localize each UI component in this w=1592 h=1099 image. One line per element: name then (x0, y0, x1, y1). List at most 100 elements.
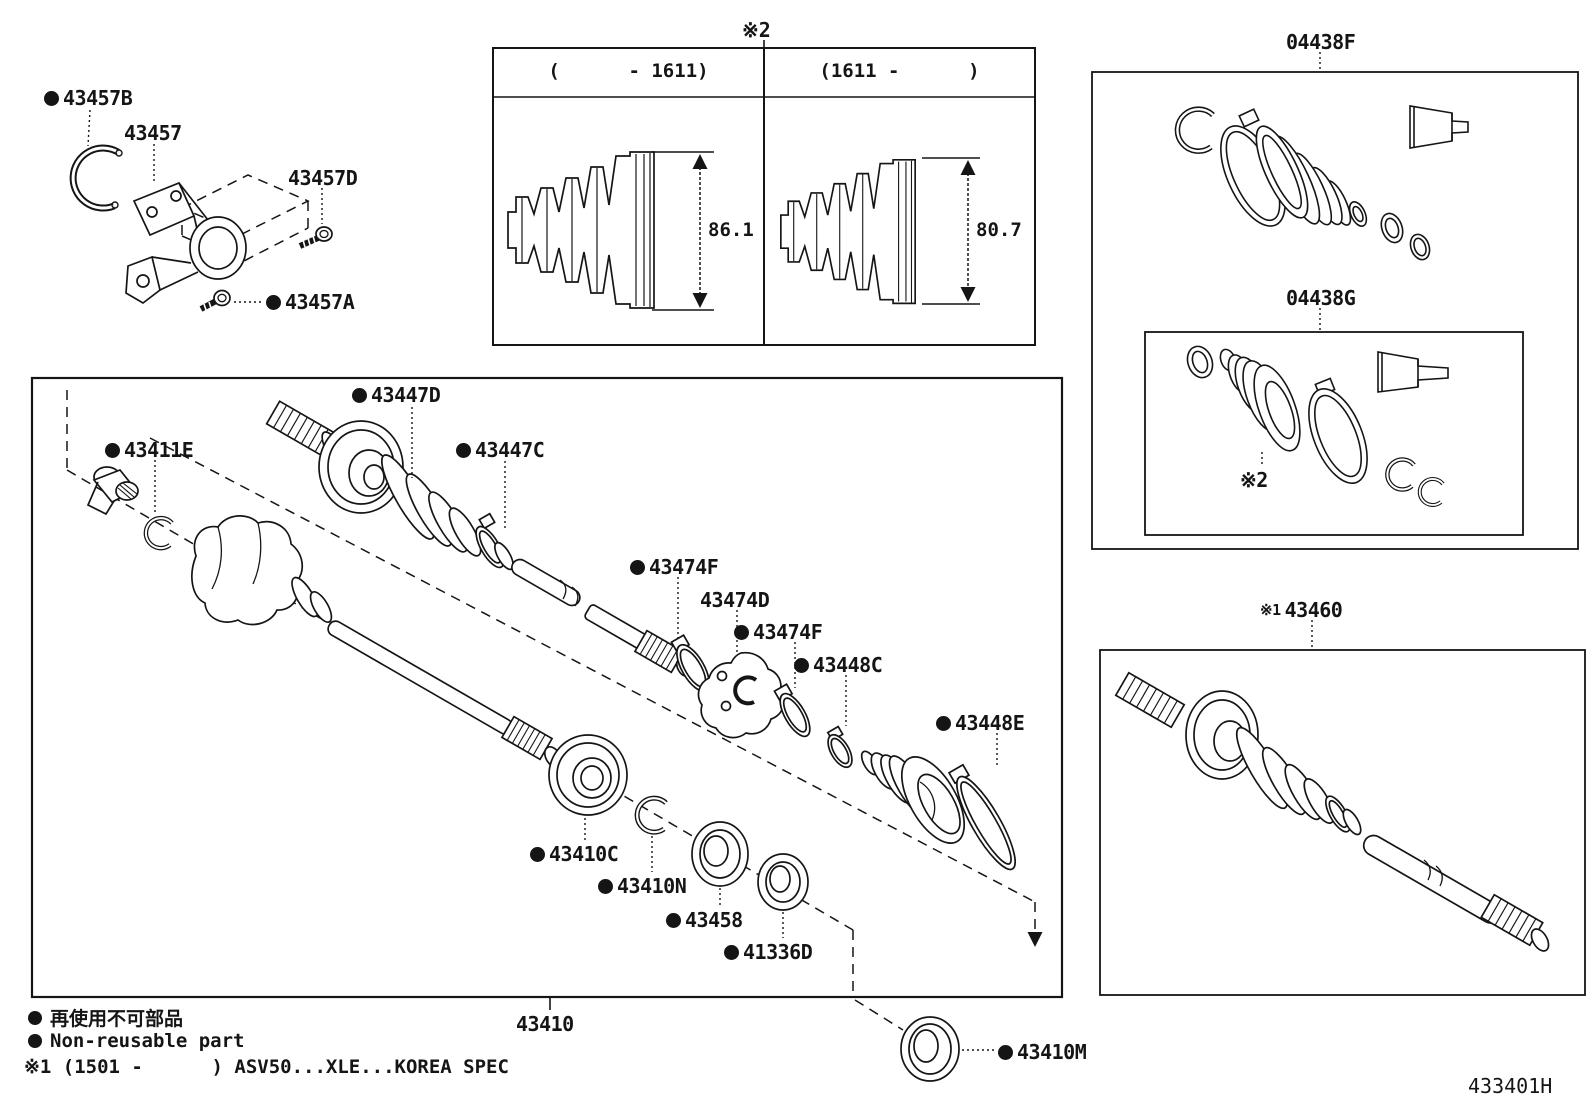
inboard-joint-housing (191, 515, 333, 626)
clamp-43448e-band (947, 763, 1016, 871)
part-label-43457a: 43457A (266, 290, 355, 314)
small-clamp-ring-icon (1380, 212, 1431, 261)
boot-kit-04438f-parts (1174, 105, 1469, 261)
part-label-41336d: 41336D (724, 940, 813, 964)
part-label-43457b: 43457B (44, 86, 133, 110)
table-ref-label: ※2 (742, 18, 771, 42)
non-reusable-dot (598, 878, 613, 894)
splined-end (1480, 893, 1544, 947)
shaft-break-marks (1423, 859, 1443, 887)
non-reusable-dot (734, 624, 749, 640)
non-reusable-dot (28, 1034, 42, 1048)
boot-drawing-pre1611 (507, 151, 655, 309)
non-reusable-dot (266, 294, 281, 310)
non-reusable-dot (794, 657, 809, 673)
seal-43410m (900, 1016, 960, 1082)
part-label-43474f-1: 43474F (630, 555, 719, 579)
non-reusable-dot (456, 442, 471, 458)
part-label-43410m: 43410M (998, 1040, 1087, 1064)
seal-41336d (757, 853, 809, 911)
drive-shaft-assembly-43460 (1114, 671, 1550, 952)
inboard-joint-parts-group (670, 634, 1016, 871)
leader-lines (87, 52, 1321, 1051)
clamp-43474f-1 (670, 634, 710, 693)
bearing-bracket-43457 (125, 181, 247, 305)
bolt-43457d (298, 226, 333, 249)
snap-ring-43411e (143, 515, 174, 551)
non-reusable-dot (666, 912, 681, 928)
main-assembly-box (30, 376, 1064, 999)
snap-ring-43457b (69, 144, 123, 212)
table-header-col2: (1611 - ) (819, 60, 980, 82)
boot-kit-box-04438g (1144, 331, 1524, 536)
part-label-43410n: 43410N (598, 874, 687, 898)
non-reusable-dot (530, 846, 545, 862)
non-reusable-dot (352, 387, 367, 403)
part-label-43474d: 43474D (700, 588, 770, 612)
splined-end (633, 629, 685, 674)
boot-kit-04438g-parts (1186, 345, 1449, 507)
diagram-code: 433401H (1468, 1074, 1553, 1098)
bearing-43410c (548, 734, 628, 816)
part-label-43447c: 43447C (456, 438, 545, 462)
boot-kit-box-04438f (1091, 71, 1579, 550)
seal-43458 (691, 821, 749, 887)
cv-boot-icon (1255, 125, 1368, 227)
non-reusable-dot (936, 715, 951, 731)
clamp-43448c (826, 725, 853, 769)
table-header-col1: ( - 1611) (548, 60, 709, 82)
snap-ring-icon (1174, 106, 1215, 154)
non-reusable-dot (630, 559, 645, 575)
bolt-43457a (199, 289, 231, 312)
boot-dimension-col1: 86.1 (708, 219, 754, 241)
part-label-43457d: 43457D (288, 166, 358, 190)
shaft-break-marks (559, 579, 579, 607)
snap-ring-43410n (634, 795, 668, 835)
grease-tube-icon (1409, 105, 1469, 149)
part-label-43410: 43410 (516, 1012, 574, 1036)
part-label-43410c: 43410C (530, 842, 619, 866)
clamp-43474f-2 (773, 683, 811, 738)
splined-end (500, 715, 554, 761)
shaft-assembly-box-43460 (1099, 649, 1586, 996)
snap-ring-icon (1385, 457, 1445, 507)
bearing-seal-group (548, 734, 960, 1082)
kit-label-04438f: 04438F (1286, 30, 1356, 54)
dimension-arrows (652, 151, 980, 311)
part-label-43447d: 43447D (352, 383, 441, 407)
shaft-rod (511, 558, 581, 607)
part-label-43448c: 43448C (794, 653, 883, 677)
frame-boxes (30, 40, 1586, 999)
legend-non-reusable-jp: 再使用不可部品 (28, 1004, 183, 1031)
footnote-spec: ※1 (1501 - ) ASV50...XLE...KOREA SPEC (24, 1056, 509, 1078)
boot-dimension-col2: 80.7 (976, 219, 1022, 241)
kit-label-04438g: 04438G (1286, 286, 1356, 310)
part-label-43474f-2: 43474F (734, 620, 823, 644)
part-label-43457: 43457 (124, 121, 182, 145)
shaft-rod (327, 620, 514, 735)
large-boot-clamp-icon (1308, 377, 1368, 485)
non-reusable-dot (998, 1044, 1013, 1060)
outboard-shaft-group (265, 400, 691, 678)
non-reusable-dot (28, 1010, 42, 1025)
boot-drawing-post1611 (780, 159, 916, 305)
non-reusable-dot (724, 944, 739, 960)
part-label-43411e: 43411E (105, 438, 194, 462)
tripod-housing-43474d (697, 651, 785, 739)
small-clamp-ring-icon (1186, 345, 1214, 379)
cv-boot-icon (1219, 348, 1301, 452)
non-reusable-dot (105, 442, 120, 458)
part-label-43448e: 43448E (936, 711, 1025, 735)
kit-inner-ref-label: ※2 (1240, 468, 1268, 492)
spider-43411e (86, 466, 139, 516)
part-label-43458: 43458 (666, 908, 743, 932)
inboard-housing-shaft-group (86, 466, 563, 768)
splined-stub (1114, 671, 1186, 729)
grease-tube-icon (1377, 351, 1449, 393)
shaft-rod (1362, 834, 1502, 924)
legend-non-reusable-en: Non-reusable part (28, 1030, 244, 1052)
non-reusable-dot (44, 90, 59, 106)
